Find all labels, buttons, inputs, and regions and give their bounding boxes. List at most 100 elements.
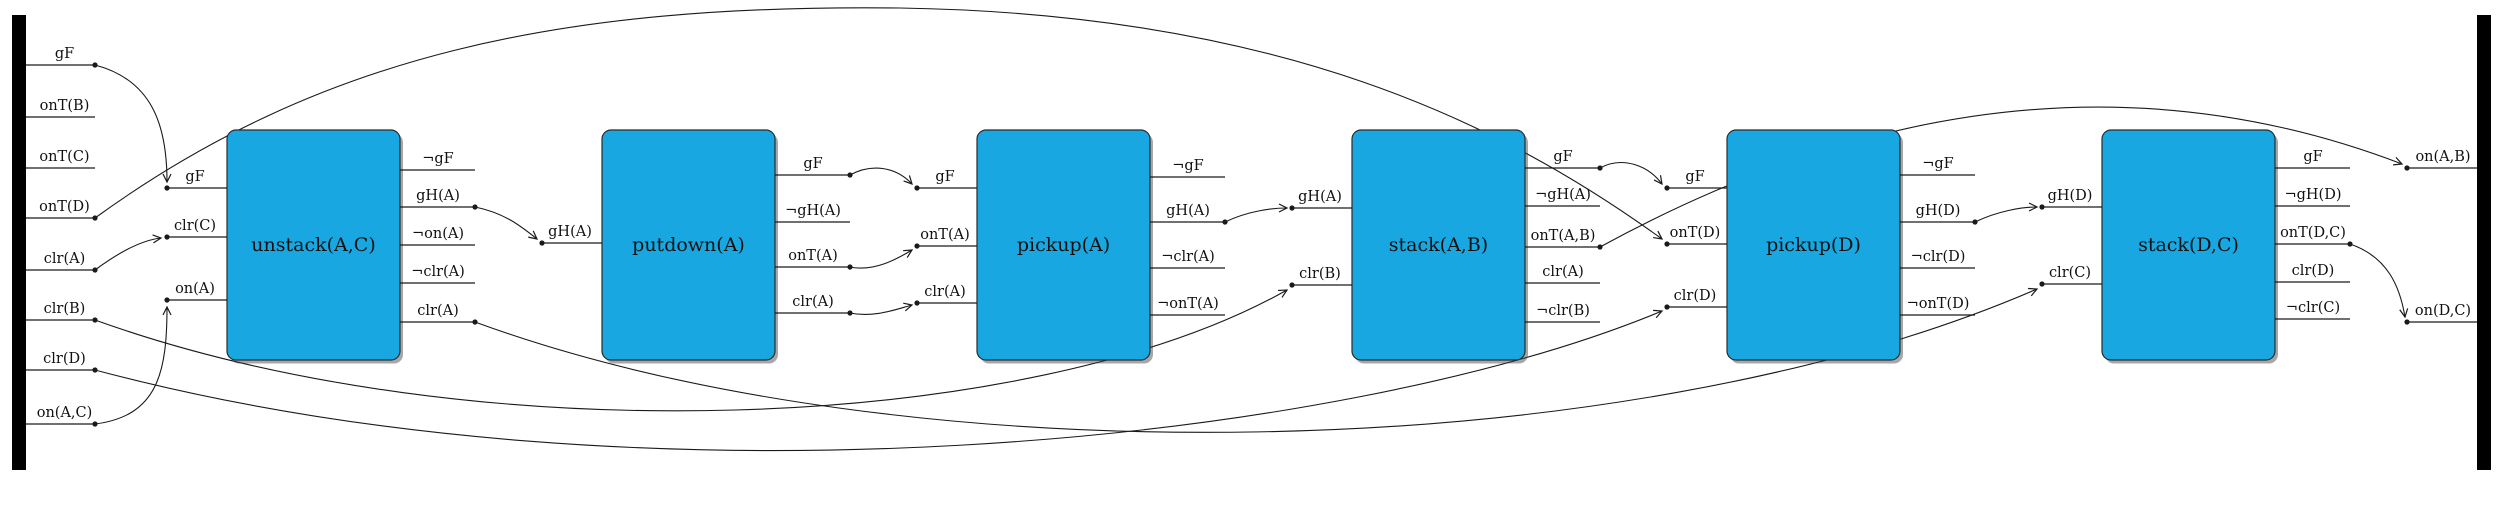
output-port-clr-a: ¬clr(A)	[400, 264, 475, 284]
action-node-stack-d-c: stack(D,C)gH(D)clr(C)gF¬gH(D)onT(D,C)clr…	[2039, 129, 2353, 364]
connection-dot	[1664, 304, 1670, 310]
init-fact-ont-d: onT(D)	[26, 199, 98, 221]
output-port-gh-a: ¬gH(A)	[1525, 187, 1600, 207]
action-label: unstack(A,C)	[251, 234, 375, 256]
input-port-label: gH(A)	[548, 224, 592, 240]
output-port-gf: gF	[775, 156, 853, 178]
output-port-gf: ¬gF	[1150, 158, 1225, 178]
init-fact-clr-d: clr(D)	[26, 351, 98, 373]
init-fact-label: gF	[55, 46, 74, 62]
output-port-label: onT(D,C)	[2280, 225, 2346, 241]
output-port-gh-a: gH(A)	[1150, 203, 1228, 225]
output-port-label: ¬clr(B)	[1536, 303, 1590, 319]
input-port-ont-d: onT(D)	[1664, 225, 1727, 247]
output-port-label: ¬gH(A)	[785, 203, 841, 219]
causal-link-clr-a-a1-out-3-a2-in-2	[849, 302, 914, 316]
action-label: stack(D,C)	[2138, 234, 2239, 256]
input-port-label: gH(A)	[1298, 189, 1342, 205]
input-port-clr-d: clr(D)	[1664, 288, 1727, 310]
output-port-clr-b: ¬clr(B)	[1525, 303, 1600, 323]
output-port-label: clr(A)	[1542, 264, 1583, 280]
init-fact-gf: gF	[26, 46, 98, 68]
init-fact-label: clr(D)	[43, 351, 86, 367]
connection-dot	[847, 264, 853, 270]
input-port-gf: gF	[164, 169, 227, 191]
causal-link-gh-d-a4-out-1-a5-in-0	[1974, 202, 2039, 223]
causal-link-on-a-c-init-7-a0-in-2	[94, 305, 172, 425]
init-fact-label: on(A,C)	[37, 405, 93, 421]
causal-link-gh-a-a2-out-1-a3-in-0	[1224, 203, 1289, 223]
input-port-label: gH(D)	[2048, 188, 2093, 204]
input-port-label: clr(C)	[174, 218, 216, 234]
action-label: stack(A,B)	[1389, 234, 1488, 256]
input-port-label: on(A)	[175, 281, 215, 297]
output-port-label: gF	[1553, 149, 1572, 165]
action-node-pickup-d: pickup(D) gF onT(D) clr(D) ¬gF gH(D) ¬clr(D) ¬o…	[1664, 129, 1978, 364]
output-port-clr-a: clr(A)	[775, 294, 853, 316]
causal-link-clr-d-init-6-a4-in-2	[94, 309, 1664, 452]
connection-dot	[1289, 282, 1295, 288]
output-port-ont-a-b: onT(A,B)	[1525, 228, 1603, 250]
connection-dot	[1222, 219, 1228, 225]
input-port-label: clr(B)	[1299, 266, 1341, 282]
output-port-ont-a: onT(A)	[775, 248, 853, 270]
connection-dot	[2347, 241, 2353, 247]
goal-fact-label: on(A,B)	[2415, 149, 2470, 165]
output-port-gh-a: ¬gH(A)	[775, 203, 850, 223]
output-port-gf: ¬gF	[400, 151, 475, 171]
output-port-gf: gF	[2275, 149, 2350, 169]
input-port-clr-c: clr(C)	[2039, 265, 2102, 287]
init-fact-ont-b: onT(B)	[26, 98, 95, 118]
output-port-label: ¬onT(D)	[1907, 296, 1970, 312]
input-port-clr-c: clr(C)	[164, 218, 227, 240]
output-port-clr-a: ¬clr(A)	[1150, 249, 1225, 269]
causal-link-gh-a-a0-out-1-a1-in-0	[474, 206, 539, 240]
output-port-label: ¬gH(A)	[1535, 187, 1591, 203]
connection-dot	[164, 297, 170, 303]
connection-dot	[1972, 219, 1978, 225]
connection-dot	[847, 172, 853, 178]
input-port-label: gF	[185, 169, 204, 185]
connection-dot	[539, 240, 545, 246]
init-fact-clr-b: clr(B)	[26, 301, 98, 323]
connection-dot	[472, 319, 478, 325]
connection-dot	[1597, 244, 1603, 250]
output-port-label: ¬clr(D)	[1911, 249, 1966, 265]
init-fact-on-a-c: on(A,C)	[26, 405, 98, 427]
output-port-clr-a: clr(A)	[400, 303, 478, 325]
action-node-putdown-a: putdown(A)gH(A)gF¬gH(A)onT(A)clr(A)	[539, 129, 853, 364]
causal-link-gf-init-0-a0-in-0	[94, 64, 172, 184]
init-fact-label: clr(B)	[44, 301, 86, 317]
action-node-stack-a-b: stack(A,B) gH(A) clr(B) gF ¬gH(A) onT(A,B) clr…	[1289, 129, 1603, 364]
connection-dot	[914, 243, 920, 249]
input-port-gh-a: gH(A)	[1289, 189, 1352, 211]
action-box	[1726, 129, 1901, 361]
action-box	[601, 129, 776, 361]
output-port-ont-a: ¬onT(A)	[1150, 296, 1225, 316]
causal-link-clr-b-init-5-a3-in-1	[94, 289, 1289, 412]
input-port-label: gF	[1685, 169, 1704, 185]
input-port-clr-b: clr(B)	[1289, 266, 1352, 288]
connection-dot	[1597, 165, 1603, 171]
output-port-clr-a: clr(A)	[1525, 264, 1600, 284]
output-port-ont-d: ¬onT(D)	[1900, 296, 1975, 316]
output-port-label: clr(A)	[792, 294, 833, 310]
input-port-clr-a: clr(A)	[914, 284, 977, 306]
connection-dot	[1664, 185, 1670, 191]
output-port-label: ¬gF	[1922, 156, 1954, 172]
init-fact-label: onT(C)	[39, 149, 89, 165]
causal-link-ont-d-c-a5-out-2-goal-1	[2349, 243, 2409, 319]
input-port-label: onT(D)	[1670, 225, 1721, 241]
output-port-gh-d: gH(D)	[1900, 203, 1978, 225]
input-port-ont-a: onT(A)	[914, 227, 977, 249]
action-label: pickup(D)	[1766, 234, 1861, 256]
output-port-label: clr(A)	[417, 303, 458, 319]
output-port-label: ¬gF	[422, 151, 454, 167]
causal-link-gf-a1-out-0-a2-in-0	[849, 167, 913, 185]
output-port-label: gH(A)	[1166, 203, 1210, 219]
connection-dot	[1664, 241, 1670, 247]
output-port-clr-d: ¬clr(D)	[1900, 249, 1975, 269]
input-port-gh-a: gH(A)	[539, 224, 602, 246]
